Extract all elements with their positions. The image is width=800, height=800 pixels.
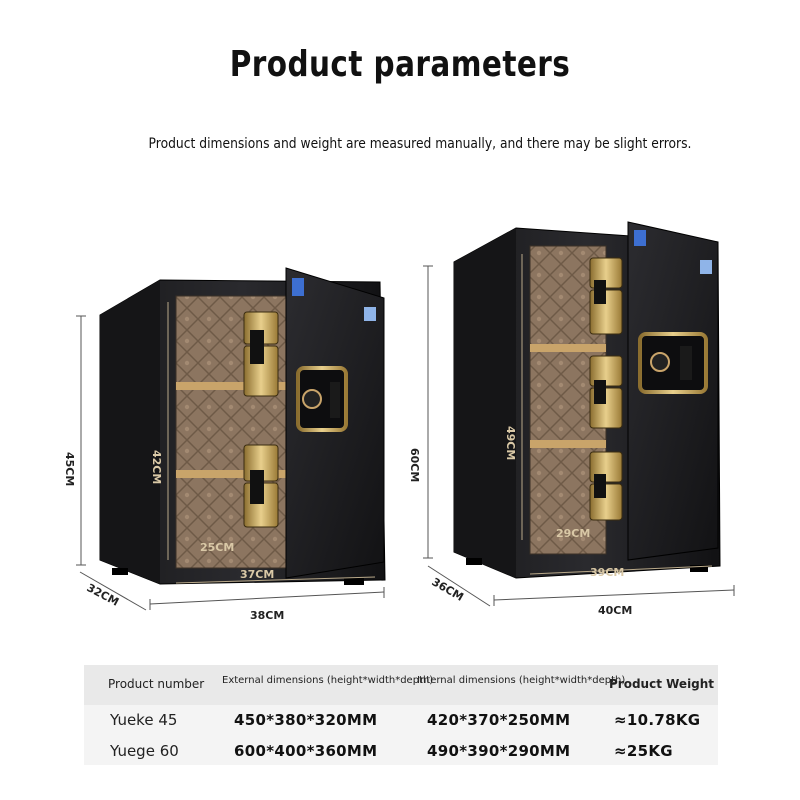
spec-table: Product number External dimensions (heig… bbox=[84, 665, 718, 765]
row-product-name: Yueke 45 bbox=[110, 711, 178, 729]
safe-45: 45CM 38CM 32CM 42CM 37CM 25CM bbox=[63, 267, 386, 622]
header-product-weight: Product Weight bbox=[609, 677, 715, 691]
header-internal-dimensions: Internal dimensions (height*width*depth) bbox=[417, 675, 626, 686]
page-title: Product parameters bbox=[229, 44, 571, 85]
row-weight: ≈25KG bbox=[614, 742, 673, 760]
safe-45-inner-height-label: 42CM bbox=[150, 450, 163, 484]
row-internal-dims: 490*390*290MM bbox=[427, 742, 571, 760]
header-external-dimensions: External dimensions (height*width*depth) bbox=[222, 675, 434, 686]
safe-45-width-label: 38CM bbox=[250, 609, 284, 622]
row-external-dims: 600*400*360MM bbox=[234, 742, 378, 760]
safe-45-height-label: 45CM bbox=[63, 452, 76, 486]
row-weight: ≈10.78KG bbox=[614, 711, 701, 729]
safe-60-height-label: 60CM bbox=[408, 448, 421, 482]
header-product-number: Product number bbox=[108, 677, 205, 691]
safe-60-inner-width-label: 39CM bbox=[590, 566, 624, 579]
measurement-disclaimer: Product dimensions and weight are measur… bbox=[148, 136, 692, 152]
safe-60-width-label: 40CM bbox=[598, 604, 632, 617]
row-internal-dims: 420*370*250MM bbox=[427, 711, 571, 729]
row-product-name: Yuege 60 bbox=[110, 742, 179, 760]
safe-45-inner-depth-label: 25CM bbox=[200, 541, 234, 554]
safe-45-inner-width-label: 37CM bbox=[240, 568, 274, 581]
safe-60-inner-height-label: 49CM bbox=[504, 426, 517, 460]
safe-60-inner-depth-label: 29CM bbox=[556, 527, 590, 540]
product-illustration: 45CM 38CM 32CM 42CM 37CM 25CM bbox=[63, 221, 735, 622]
safe-60: 60CM 40CM 36CM 49CM 39CM 29CM bbox=[408, 221, 735, 617]
row-external-dims: 450*380*320MM bbox=[234, 711, 378, 729]
safe-60-depth-label: 36CM bbox=[430, 575, 466, 603]
